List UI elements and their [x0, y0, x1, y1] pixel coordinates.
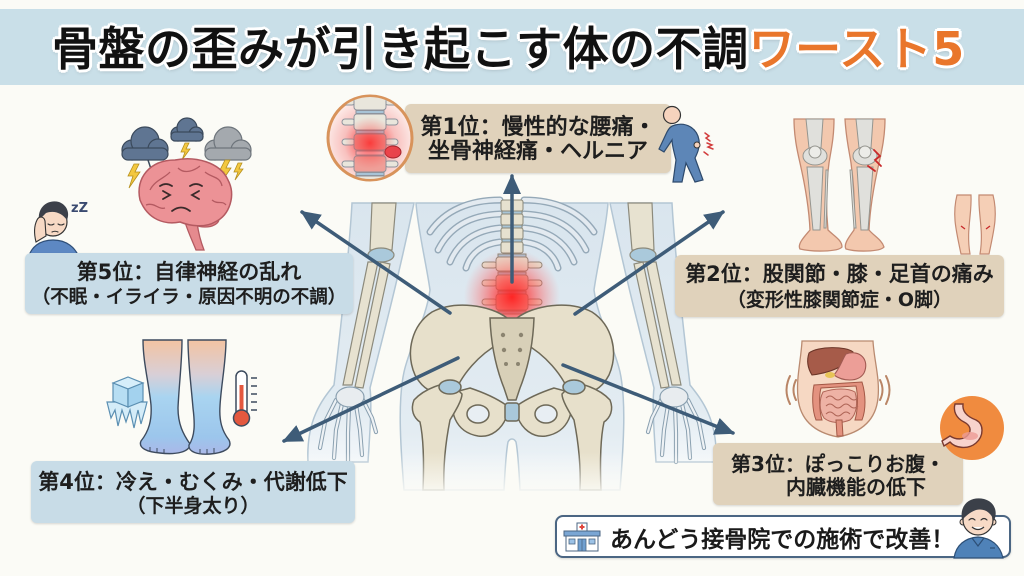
ribcage	[426, 196, 598, 272]
rank-2-box: 第2位：股関節・膝・足首の痛み （変形性膝関節症・O脚）	[675, 255, 1004, 317]
clinic-cta-banner: あんどう接骨院での施術で改善！	[555, 515, 1011, 558]
bottom-fade	[295, 452, 735, 497]
page-title: 骨盤の歪みが引き起こす体の不調ワースト5	[52, 9, 965, 85]
cold-legs-icon	[139, 339, 231, 455]
rank-3-box: 第3位：ぽっこりお腹・ 内臓機能の低下	[713, 443, 963, 505]
rank-5-box: 第5位：自律神経の乱れ （不眠・イライラ・原因不明の不調）	[25, 253, 353, 314]
stressed-brain-icon	[138, 158, 233, 251]
storm-clouds-icon	[121, 117, 252, 189]
arrow-to-rank-3	[561, 363, 735, 435]
rank-5-line1: 第5位：自律神経の乱れ	[76, 260, 302, 284]
knee-pain-legs-icon	[793, 118, 886, 252]
cta-text: あんどう接骨院での施術で改善！	[610, 526, 955, 553]
rank-3-line1: 第3位：ぽっこりお腹・	[731, 451, 945, 476]
pelvis	[409, 304, 615, 437]
rank-4-box: 第4位：冷え・むくみ・代謝低下 （下半身太り）	[31, 461, 355, 523]
hand-bones	[317, 386, 707, 465]
rank-4-line1: 第4位：冷え・むくみ・代謝低下	[38, 470, 348, 494]
abdomen-organs-icon	[785, 340, 891, 438]
rank-5-line2: （不眠・イライラ・原因不明の不調）	[31, 287, 347, 308]
lumbar-pain-glow	[464, 249, 560, 345]
clinic-building-icon	[563, 522, 601, 551]
title-main: 骨盤の歪みが引き起こす体の不調	[52, 22, 749, 76]
thermometer-icon	[232, 370, 257, 427]
rank-2-line2: （変形性膝関節症・O脚）	[726, 288, 953, 311]
sleepy-person-icon: zZ	[27, 201, 88, 261]
title-banner	[0, 9, 1024, 85]
title-highlight: ワースト5	[748, 22, 965, 76]
rank-4-line2: （下半身太り）	[126, 495, 260, 517]
rank-1-line2: 坐骨神経痛・ヘルニア	[427, 139, 648, 164]
rank-2-line1: 第2位：股関節・膝・足首の痛み	[685, 261, 994, 286]
ice-cube-icon	[106, 376, 148, 429]
bow-legs-icon	[954, 194, 996, 255]
rank-1-box: 第1位：慢性的な腰痛・ 坐骨神経痛・ヘルニア	[405, 104, 671, 173]
arrow-to-rank-4	[282, 356, 460, 443]
femurs	[411, 379, 613, 491]
rank-3-line2: 内臓機能の低下	[786, 474, 926, 499]
arm-bones	[342, 202, 682, 389]
sleep-zz-text: zZ	[71, 201, 88, 216]
spine	[481, 199, 543, 315]
body-silhouette	[307, 202, 717, 491]
herniated-disc-spine-icon	[326, 94, 414, 182]
rank-1-line1: 第1位：慢性的な腰痛・	[420, 115, 656, 140]
